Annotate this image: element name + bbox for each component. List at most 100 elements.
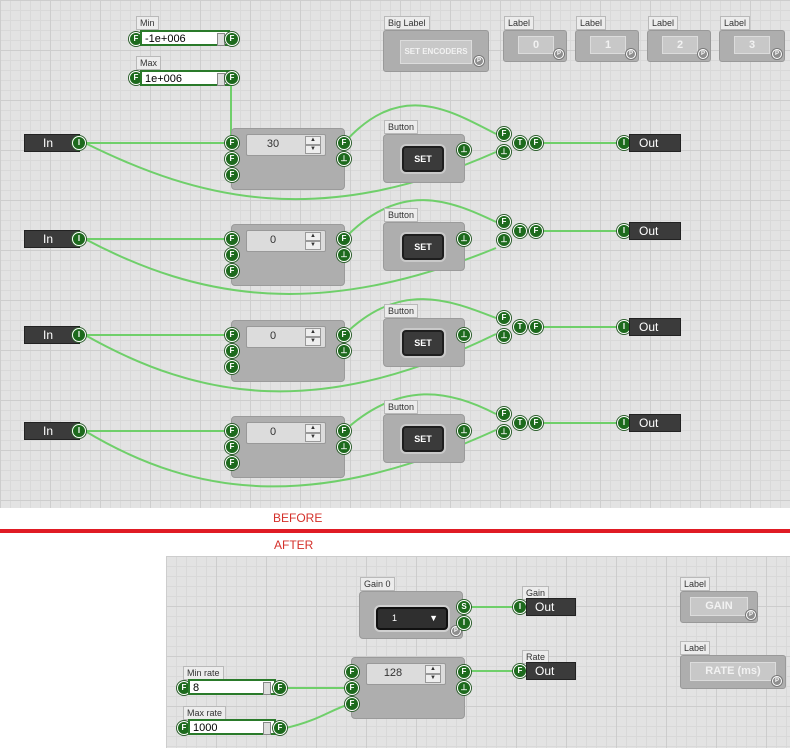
gain-label-node[interactable]: GAIN P bbox=[680, 591, 758, 623]
event-in-port[interactable]: ⊥ bbox=[497, 425, 511, 439]
float-out-port[interactable]: F bbox=[529, 320, 543, 334]
event-in-port[interactable]: ⊥ bbox=[497, 145, 511, 159]
event-out-port[interactable]: ⊥ bbox=[457, 681, 471, 695]
spin-icon[interactable] bbox=[263, 682, 271, 695]
float-in-port[interactable]: F bbox=[225, 456, 239, 470]
float-out-port[interactable]: F bbox=[273, 721, 287, 735]
spin-icon[interactable] bbox=[217, 73, 225, 86]
out-node[interactable]: Out bbox=[629, 134, 681, 152]
event-in-port[interactable]: ⊥ bbox=[497, 329, 511, 343]
float-in-port[interactable]: F bbox=[345, 665, 359, 679]
number-stepper[interactable]: 0 ▲ ▼ bbox=[246, 326, 326, 348]
set-button[interactable]: SET bbox=[402, 330, 444, 356]
label-node-0[interactable]: 0 P bbox=[503, 30, 567, 62]
min-field[interactable]: -1e+006 bbox=[140, 30, 230, 46]
gain-out-node[interactable]: Out bbox=[526, 598, 576, 616]
float-in-port[interactable]: F bbox=[497, 127, 511, 141]
float-in-port[interactable]: F bbox=[225, 152, 239, 166]
string-out-port[interactable]: S bbox=[457, 600, 471, 614]
float-in-port[interactable]: F bbox=[345, 681, 359, 695]
int-out-port[interactable]: I bbox=[72, 328, 86, 342]
decrement-icon[interactable]: ▼ bbox=[425, 674, 441, 683]
prop-port[interactable]: P bbox=[626, 49, 636, 59]
int-in-port[interactable]: I bbox=[617, 320, 631, 334]
set-button[interactable]: SET bbox=[402, 234, 444, 260]
float-in-port[interactable]: F bbox=[225, 264, 239, 278]
float-in-port[interactable]: F bbox=[225, 328, 239, 342]
float-out-port[interactable]: F bbox=[337, 424, 351, 438]
int-out-port[interactable]: I bbox=[72, 424, 86, 438]
decrement-icon[interactable]: ▼ bbox=[305, 433, 321, 442]
int-out-port[interactable]: I bbox=[72, 136, 86, 150]
encoder-node[interactable]: 30 ▲ ▼ bbox=[231, 128, 345, 190]
number-stepper[interactable]: 30 ▲ ▼ bbox=[246, 134, 326, 156]
prop-port[interactable]: P bbox=[554, 49, 564, 59]
trigger-port[interactable]: T bbox=[513, 416, 527, 430]
spin-icon[interactable] bbox=[263, 722, 271, 735]
spin-icon[interactable] bbox=[217, 33, 225, 46]
min-rate-field[interactable]: 8 bbox=[188, 679, 276, 695]
set-button[interactable]: SET bbox=[402, 146, 444, 172]
float-in-port[interactable]: F bbox=[513, 664, 527, 678]
event-out-port[interactable]: ⊥ bbox=[457, 232, 471, 246]
number-stepper[interactable]: 0 ▲ ▼ bbox=[246, 422, 326, 444]
int-out-port[interactable]: I bbox=[72, 232, 86, 246]
event-out-port[interactable]: ⊥ bbox=[337, 248, 351, 262]
float-out-port[interactable]: F bbox=[225, 71, 239, 85]
int-out-port[interactable]: I bbox=[457, 616, 471, 630]
increment-icon[interactable]: ▲ bbox=[305, 424, 321, 433]
encoder-node[interactable]: 0 ▲ ▼ bbox=[231, 224, 345, 286]
float-out-port[interactable]: F bbox=[337, 136, 351, 150]
trigger-port[interactable]: T bbox=[513, 320, 527, 334]
encoder-node[interactable]: 128 ▲ ▼ bbox=[351, 657, 465, 719]
in-node[interactable]: In bbox=[24, 326, 80, 344]
label-node-1[interactable]: 1 P bbox=[575, 30, 639, 62]
float-out-port[interactable]: F bbox=[457, 665, 471, 679]
label-node-2[interactable]: 2 P bbox=[647, 30, 711, 62]
gain-dropdown[interactable]: 1 ▼ bbox=[376, 607, 448, 630]
float-out-port[interactable]: F bbox=[529, 416, 543, 430]
float-out-port[interactable]: F bbox=[529, 136, 543, 150]
event-out-port[interactable]: ⊥ bbox=[337, 152, 351, 166]
button-node[interactable]: SET bbox=[383, 318, 465, 367]
float-in-port[interactable]: F bbox=[129, 71, 143, 85]
trigger-port[interactable]: T bbox=[513, 136, 527, 150]
in-node[interactable]: In bbox=[24, 230, 80, 248]
event-out-port[interactable]: ⊥ bbox=[457, 328, 471, 342]
prop-port[interactable]: P bbox=[772, 49, 782, 59]
prop-port[interactable]: P bbox=[746, 610, 756, 620]
float-in-port[interactable]: F bbox=[345, 697, 359, 711]
float-out-port[interactable]: F bbox=[225, 32, 239, 46]
float-in-port[interactable]: F bbox=[225, 168, 239, 182]
float-in-port[interactable]: F bbox=[225, 440, 239, 454]
event-in-port[interactable]: ⊥ bbox=[497, 233, 511, 247]
out-node[interactable]: Out bbox=[629, 414, 681, 432]
event-out-port[interactable]: ⊥ bbox=[337, 344, 351, 358]
float-in-port[interactable]: F bbox=[497, 407, 511, 421]
float-in-port[interactable]: F bbox=[129, 32, 143, 46]
prop-port[interactable]: P bbox=[772, 676, 782, 686]
prop-port[interactable]: P bbox=[698, 49, 708, 59]
encoder-node[interactable]: 0 ▲ ▼ bbox=[231, 416, 345, 478]
float-in-port[interactable]: F bbox=[225, 360, 239, 374]
float-in-port[interactable]: F bbox=[225, 248, 239, 262]
encoder-node[interactable]: 0 ▲ ▼ bbox=[231, 320, 345, 382]
float-in-port[interactable]: F bbox=[225, 344, 239, 358]
increment-icon[interactable]: ▲ bbox=[305, 328, 321, 337]
rate-label-node[interactable]: RATE (ms) P bbox=[680, 655, 786, 689]
int-in-port[interactable]: I bbox=[513, 600, 527, 614]
trigger-port[interactable]: T bbox=[513, 224, 527, 238]
event-out-port[interactable]: ⊥ bbox=[457, 424, 471, 438]
number-stepper[interactable]: 0 ▲ ▼ bbox=[246, 230, 326, 252]
prop-port[interactable]: P bbox=[474, 56, 484, 66]
max-field[interactable]: 1e+006 bbox=[140, 70, 230, 86]
number-stepper[interactable]: 128 ▲ ▼ bbox=[366, 663, 446, 685]
increment-icon[interactable]: ▲ bbox=[305, 136, 321, 145]
set-button[interactable]: SET bbox=[402, 426, 444, 452]
decrement-icon[interactable]: ▼ bbox=[305, 145, 321, 154]
button-node[interactable]: SET bbox=[383, 134, 465, 183]
float-in-port[interactable]: F bbox=[497, 311, 511, 325]
float-in-port[interactable]: F bbox=[225, 232, 239, 246]
decrement-icon[interactable]: ▼ bbox=[305, 241, 321, 250]
label-node-3[interactable]: 3 P bbox=[719, 30, 785, 62]
